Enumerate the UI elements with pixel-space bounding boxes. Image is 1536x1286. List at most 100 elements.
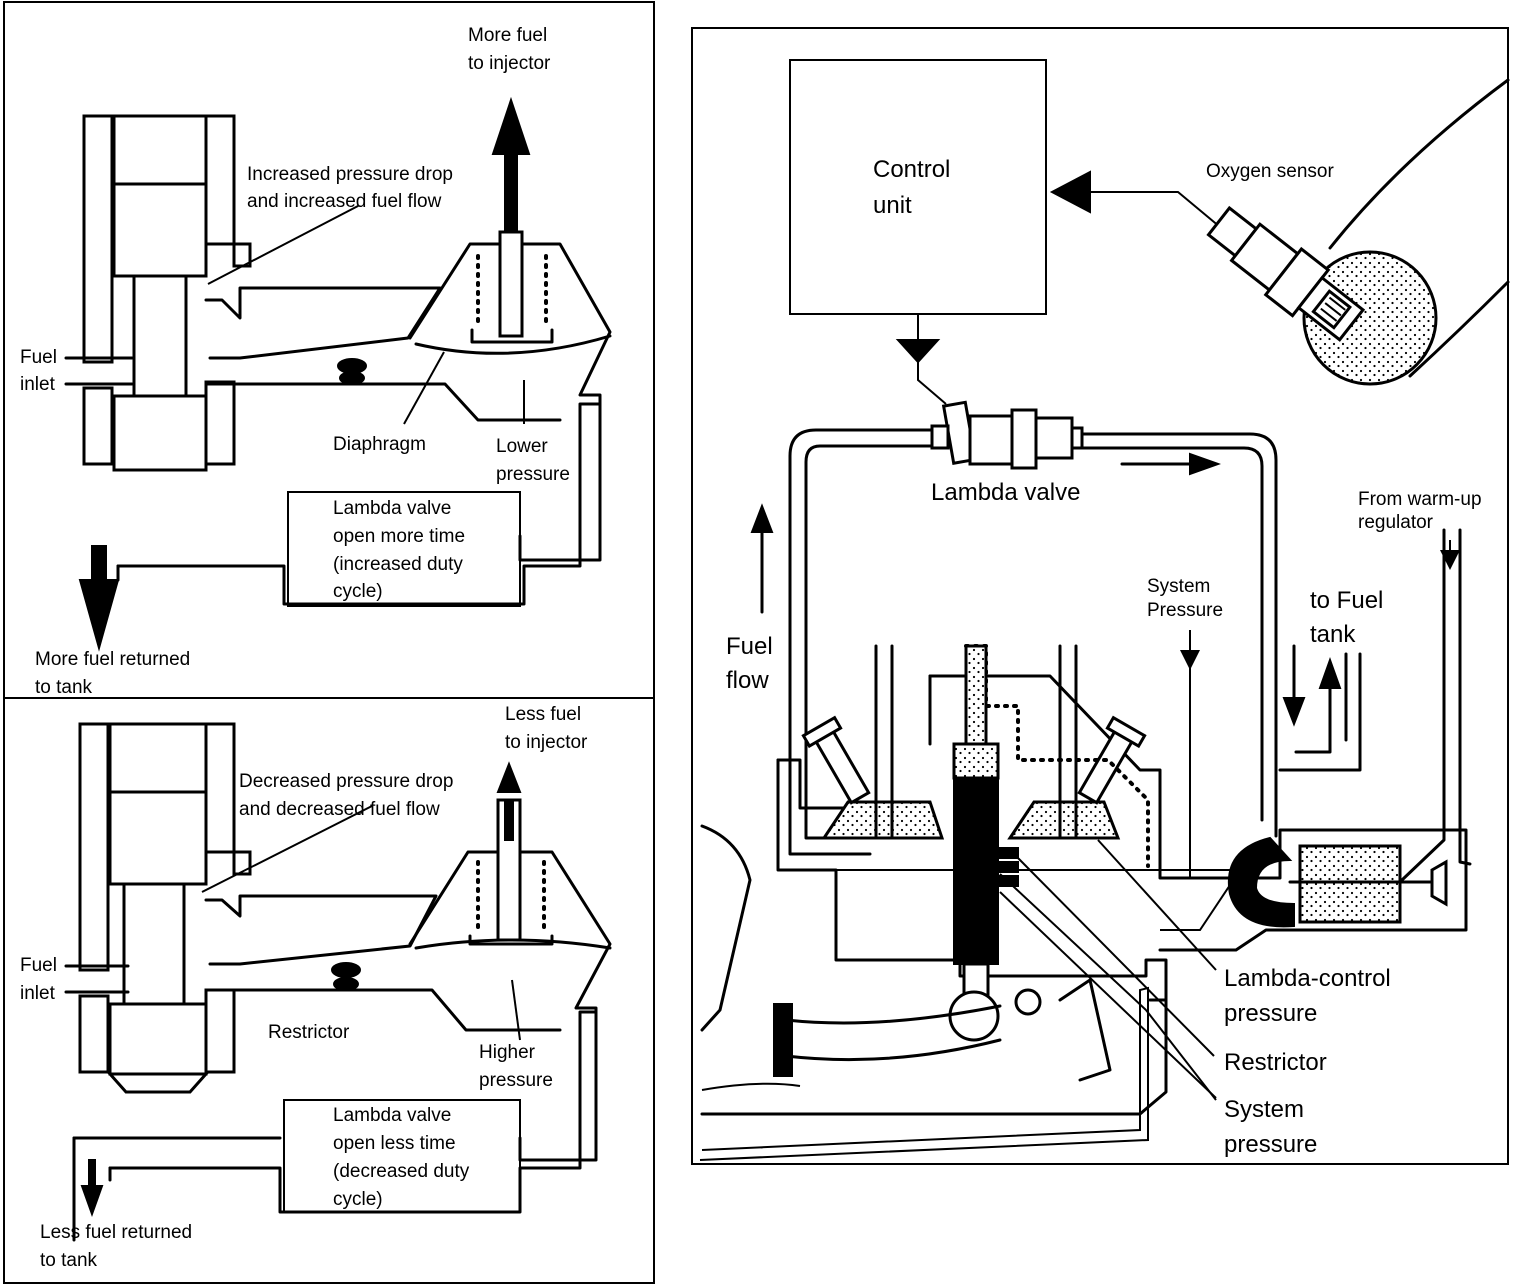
- top-lambda-line1: Lambda valve: [333, 498, 451, 519]
- from-warmup-line1: From warm-up: [1358, 489, 1482, 510]
- top-return-arrow: [78, 579, 120, 652]
- svg-text:Lower: Lower: [496, 436, 548, 457]
- control-plunger: [953, 777, 999, 965]
- svg-text:open less time: open less time: [333, 1133, 456, 1154]
- svg-text:System: System: [1224, 1096, 1304, 1123]
- svg-text:pressure: pressure: [1224, 1131, 1317, 1158]
- control-unit-line2: unit: [873, 192, 912, 219]
- sensor-signal-arrow: [1049, 170, 1091, 214]
- svg-text:inlet: inlet: [20, 374, 56, 395]
- svg-text:to injector: to injector: [505, 732, 588, 753]
- bottom-lambda-line3: (decreased duty: [333, 1161, 470, 1182]
- exhaust-pipe-section: [1302, 250, 1438, 386]
- bottom-less-fuel-line2: to injector: [505, 732, 588, 753]
- bottom-higher-pressure-line1: Higher: [479, 1042, 536, 1063]
- bottom-panel: [64, 722, 612, 1242]
- svg-text:Higher: Higher: [479, 1042, 536, 1063]
- svg-text:flow: flow: [726, 667, 769, 694]
- plunger-top: [952, 742, 1000, 780]
- system-pressure-bottom-line1: System: [1224, 1096, 1304, 1123]
- svg-text:Lambda valve: Lambda valve: [333, 1105, 451, 1126]
- right-panel: [691, 27, 1510, 1165]
- right-frame: [691, 27, 1509, 1165]
- svg-text:Lambda-control: Lambda-control: [1224, 965, 1391, 992]
- bottom-lambda-box: [283, 1099, 521, 1213]
- top-lower-pressure-line2: pressure: [496, 464, 570, 485]
- to-tank-arrow: [1318, 657, 1342, 689]
- control-unit-line1: Control: [873, 156, 950, 183]
- svg-text:cycle): cycle): [333, 581, 383, 602]
- to-fuel-tank-line2: tank: [1310, 621, 1356, 648]
- bottom-plunger-housing: [78, 722, 252, 1094]
- svg-text:inlet: inlet: [20, 983, 56, 1004]
- bottom-less-fuel-line1: Less fuel: [505, 704, 581, 725]
- restrictor-label: Restrictor: [1224, 1049, 1327, 1076]
- svg-text:Less fuel returned: Less fuel returned: [40, 1222, 192, 1243]
- svg-text:tank: tank: [1310, 621, 1356, 648]
- top-lambda-line4: cycle): [333, 581, 383, 602]
- bottom-return-arrow: [80, 1185, 104, 1217]
- bottom-higher-pressure-line2: pressure: [479, 1070, 553, 1091]
- oxygen-sensor: [1206, 205, 1366, 342]
- svg-text:Control: Control: [873, 156, 950, 183]
- right-labels: Control unit Oxygen sensor Lambda valve …: [726, 156, 1482, 1158]
- bottom-fuel-inlet-line2: inlet: [20, 983, 56, 1004]
- svg-text:to tank: to tank: [35, 677, 93, 698]
- left-frame: [3, 1, 655, 1284]
- top-more-fuel-arrow: [491, 96, 531, 155]
- system-pressure-top-line2: Pressure: [1147, 600, 1223, 621]
- svg-text:to Fuel: to Fuel: [1310, 587, 1383, 614]
- svg-text:(decreased duty: (decreased duty: [333, 1161, 470, 1182]
- bottom-decreased-drop-line1: Decreased pressure drop: [239, 771, 453, 792]
- top-fuel-inlet-line2: inlet: [20, 374, 56, 395]
- svg-text:From warm-up: From warm-up: [1358, 489, 1482, 510]
- bottom-restrictor: [331, 962, 361, 978]
- svg-text:Lambda valve: Lambda valve: [333, 498, 451, 519]
- top-lambda-line3: (increased duty: [333, 554, 463, 575]
- svg-text:Fuel: Fuel: [20, 347, 57, 368]
- svg-text:regulator: regulator: [1358, 512, 1434, 533]
- svg-text:Fuel: Fuel: [726, 633, 773, 660]
- fuel-distributor-body: [699, 644, 1468, 1161]
- lambda-control-line2: pressure: [1224, 1000, 1317, 1027]
- top-fuel-inlet-line1: Fuel: [20, 347, 57, 368]
- svg-text:to injector: to injector: [468, 53, 551, 74]
- fuel-flow-line2: flow: [726, 667, 769, 694]
- from-warmup-line2: regulator: [1358, 512, 1434, 533]
- bottom-fuel-inlet-line1: Fuel: [20, 955, 57, 976]
- top-lambda-line2: open more time: [333, 526, 465, 547]
- lambda-flow-arrow: [1189, 452, 1221, 476]
- top-restrictor: [337, 358, 367, 374]
- svg-text:unit: unit: [873, 192, 912, 219]
- top-more-fuel-line1: More fuel: [468, 25, 547, 46]
- lever-pivot: [948, 990, 1000, 1042]
- svg-text:(increased duty: (increased duty: [333, 554, 463, 575]
- fuel-flow-arrow: [750, 503, 774, 533]
- bottom-returned-line1: Less fuel returned: [40, 1222, 192, 1243]
- top-lower-pressure-line1: Lower: [496, 436, 548, 457]
- to-fuel-tank-line1: to Fuel: [1310, 587, 1383, 614]
- fuel-flow-line1: Fuel: [726, 633, 773, 660]
- bottom-labels: Less fuel to injector Decreased pressure…: [20, 704, 588, 1271]
- svg-text:pressure: pressure: [496, 464, 570, 485]
- svg-text:pressure: pressure: [479, 1070, 553, 1091]
- bottom-restrictor-label: Restrictor: [268, 1022, 350, 1043]
- oxygen-sensor-label: Oxygen sensor: [1206, 161, 1334, 182]
- svg-text:Increased pressure drop: Increased pressure drop: [247, 164, 453, 185]
- bottom-returned-line2: to tank: [40, 1250, 98, 1271]
- top-plunger-housing: [82, 114, 252, 472]
- top-increased-drop-line2: and increased fuel flow: [247, 191, 442, 212]
- top-increased-drop-line1: Increased pressure drop: [247, 164, 453, 185]
- lambda-control-line1: Lambda-control: [1224, 965, 1391, 992]
- svg-text:cycle): cycle): [333, 1189, 383, 1210]
- regulator-piston: [1227, 836, 1295, 928]
- system-pressure-bottom-line2: pressure: [1224, 1131, 1317, 1158]
- svg-text:System: System: [1147, 576, 1210, 597]
- top-returned-line2: to tank: [35, 677, 93, 698]
- svg-text:More fuel returned: More fuel returned: [35, 649, 190, 670]
- svg-text:open more time: open more time: [333, 526, 465, 547]
- top-panel: [64, 96, 612, 652]
- top-labels: More fuel to injector Increased pressure…: [20, 25, 570, 698]
- svg-text:More fuel: More fuel: [468, 25, 547, 46]
